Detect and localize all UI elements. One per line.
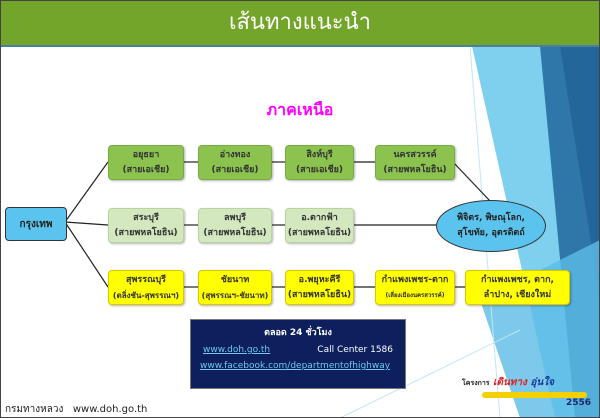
box-route: (สุพรรณฯ-ชัยนาท) xyxy=(201,290,269,300)
route-box: ชัยนาท (สุพรรณฯ-ชัยนาท) xyxy=(198,270,272,305)
box-name: อ.พยุหะคีรี xyxy=(298,274,341,285)
route-box: อยุธยา (สายเอเชีย) xyxy=(108,145,184,180)
box-route: (สายพหลโยธิน) xyxy=(114,227,178,238)
box-route: (สายพหลโยธิน) xyxy=(287,289,352,300)
logo-text: โครงการ xyxy=(462,379,490,387)
route-lines xyxy=(64,161,491,288)
start-node: กรุงเทพ xyxy=(5,207,67,241)
box-route: (สายพหลโยธิน) xyxy=(287,227,352,238)
box-route: (สายพหลโยธิน) xyxy=(383,164,447,175)
box-name: อ.ตากฟ้า xyxy=(301,212,338,223)
destination-ellipse: พิจิตร, พิษณุโลก, สุโขทัย, อุตรดิตถ์ xyxy=(436,200,546,252)
route-box: กำแพงเพชร-ตาก (เลี่ยงเมืองนครสวรรค์) xyxy=(375,270,455,305)
box-name: อ่างทอง xyxy=(219,149,251,160)
box-route: ลำปาง, เชียงใหม่ xyxy=(483,289,552,300)
box-name: อยุธยา xyxy=(132,149,160,160)
box-route: (สายเอเชีย) xyxy=(296,164,343,175)
box-name: นครสวรรค์ xyxy=(393,149,437,160)
logo-year: 2556 xyxy=(565,398,591,408)
box-name: สิงห์บุรี xyxy=(306,149,333,160)
route-box: สุพรรณบุรี (ตลิ่งชัน-สุพรรณฯ) xyxy=(108,270,184,305)
route-box: สระบุรี (สายพหลโยธิน) xyxy=(108,208,184,243)
destination-box: กำแพงเพชร, ตาก, ลำปาง, เชียงใหม่ xyxy=(465,270,570,305)
footer-url: www.doh.go.th xyxy=(72,404,148,415)
box-route: (สายพหลโยธิน) xyxy=(203,227,267,238)
box-name: สุพรรณบุรี xyxy=(126,274,166,285)
box-name: สระบุรี xyxy=(133,212,159,223)
route-box: อ.ตากฟ้า (สายพหลโยธิน) xyxy=(285,208,354,243)
footer-org: กรมทางหลวง xyxy=(5,404,64,415)
destination-line2: สุโขทัย, อุตรดิตถ์ xyxy=(457,228,525,238)
box-name: ลพบุรี xyxy=(224,212,246,223)
box-route: (สายเอเชีย) xyxy=(211,164,259,175)
box-name: กำแพงเพชร-ตาก xyxy=(381,274,449,285)
info-box: ตลอด 24 ชั่วโมง www.doh.go.th Call Cente… xyxy=(190,319,406,389)
logo-text: อุ่นใจ xyxy=(530,377,554,388)
route-box: อ่างทอง (สายเอเชีย) xyxy=(198,145,272,180)
facebook-link[interactable]: www.facebook.com/departmentofhighway xyxy=(200,361,391,371)
route-box: สิงห์บุรี (สายเอเชีย) xyxy=(285,145,354,180)
route-box: อ.พยุหะคีรี (สายพหลโยธิน) xyxy=(285,270,354,305)
campaign-logo: โครงการ เดินทาง อุ่นใจ 2556 xyxy=(462,375,597,415)
box-route: (เลี่ยงเมืองนครสวรรค์) xyxy=(385,291,445,299)
box-name: ชัยนาท xyxy=(220,274,250,285)
box-name: กำแพงเพชร, ตาก, xyxy=(481,274,554,285)
box-route: (สายเอเชีย) xyxy=(122,164,170,175)
route-box: นครสวรรค์ (สายพหลโยธิน) xyxy=(375,145,455,180)
region-heading: ภาคเหนือ xyxy=(266,100,334,119)
box-route: (ตลิ่งชัน-สุพรรณฯ) xyxy=(112,290,180,300)
info-heading: ตลอด 24 ชั่วโมง xyxy=(264,328,332,338)
footer: กรมทางหลวง www.doh.go.th xyxy=(5,402,147,417)
call-center: Call Center 1586 xyxy=(317,345,393,355)
page-title: เส้นทางแนะนำ xyxy=(1,1,599,47)
logo-text: เดินทาง xyxy=(493,377,527,388)
website-link[interactable]: www.doh.go.th xyxy=(203,345,271,355)
destination-line1: พิจิตร, พิษณุโลก, xyxy=(457,213,525,223)
route-box: ลพบุรี (สายพหลโยธิน) xyxy=(198,208,272,243)
